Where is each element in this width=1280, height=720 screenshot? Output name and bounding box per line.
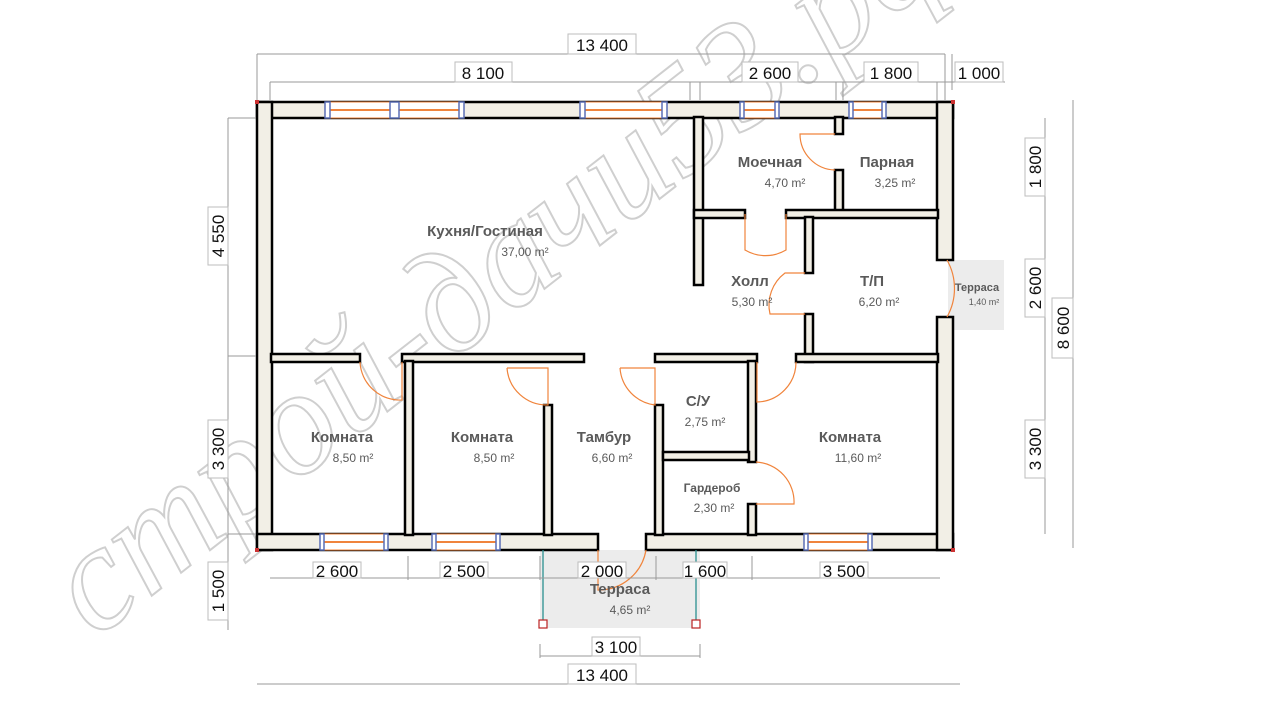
room-area: 2,30 m² — [694, 501, 735, 515]
dim-terrace-width: 3 100 — [595, 638, 638, 657]
wall-left — [255, 100, 274, 552]
room-area: 1,40 m² — [969, 297, 1000, 307]
door-wash-hall — [744, 214, 787, 257]
room-name: Т/П — [860, 273, 884, 290]
dim-bottom-segment: 2 600 — [316, 562, 359, 581]
door-hall-tp — [768, 272, 805, 315]
dim-left-segment: 3 300 — [209, 428, 228, 471]
dim-bottom-segment: 2 000 — [581, 562, 624, 581]
wall-mid-1 — [269, 352, 362, 364]
room-area: 6,60 m² — [592, 451, 633, 465]
room-area: 2,75 m² — [685, 415, 726, 429]
corner-marker — [951, 100, 955, 104]
room-area: 6,20 m² — [859, 295, 900, 309]
wall-wc-right-bottom — [746, 502, 758, 537]
terrace-post — [538, 619, 548, 629]
wall-mid-4 — [794, 352, 940, 364]
corner-marker — [255, 100, 259, 104]
room-area: 3,25 m² — [875, 176, 916, 190]
wall-room1-room2 — [403, 359, 415, 537]
door-tp-terrace — [946, 259, 956, 318]
dim-right-segment: 1 800 — [1026, 146, 1045, 189]
dim-right-segment: 3 300 — [1026, 428, 1045, 471]
room-name: Парная — [860, 154, 914, 171]
room-name: Комната — [819, 429, 882, 446]
windows — [319, 101, 887, 551]
dim-top-segment: 2 600 — [749, 64, 792, 83]
door-room2 — [506, 367, 549, 406]
dim-bottom-segment: 1 600 — [684, 562, 727, 581]
dim-right-total: 8 600 — [1054, 307, 1073, 350]
room-name: Холл — [731, 273, 769, 290]
room-name: Комната — [451, 429, 514, 446]
room-area: 4,70 m² — [765, 176, 806, 190]
room-area: 5,30 m² — [732, 295, 773, 309]
room-name: Гардероб — [684, 481, 741, 495]
wall-room2-vestibule — [542, 403, 554, 537]
door-room1 — [359, 361, 403, 401]
wall-wash-steam-bottom — [833, 168, 845, 215]
door-wardrobe — [755, 461, 795, 505]
room-name: С/У — [686, 393, 711, 410]
wall-wash-steam-top — [833, 115, 845, 136]
room-area: 37,00 m² — [501, 245, 548, 259]
wall-bottom-right — [644, 532, 955, 552]
wall-vestibule-right — [653, 403, 665, 537]
doors — [359, 133, 956, 591]
room-name: Моечная — [738, 154, 803, 171]
dim-top-total: 13 400 — [576, 36, 628, 55]
wall-mid-2 — [400, 352, 586, 364]
room-name: Терраса — [590, 581, 651, 598]
wall-mid-3 — [653, 352, 759, 364]
room-area: 8,50 m² — [474, 451, 515, 465]
door-wash-steam — [799, 133, 836, 171]
side-terrace-area — [948, 260, 1004, 330]
wall-right-lower — [935, 315, 955, 552]
dim-bottom-segment: 3 500 — [823, 562, 866, 581]
dimensions: 13 400 8 100 2 600 1 800 1 000 4 550 3 3… — [207, 33, 1074, 685]
wall-hall-tp-top — [803, 215, 815, 275]
room-name: Тамбур — [577, 429, 631, 446]
dim-top-segment: 1 800 — [870, 64, 913, 83]
wall-bottom-left — [255, 532, 600, 552]
room-area: 8,50 m² — [333, 451, 374, 465]
room-name: Комната — [311, 429, 374, 446]
dim-bottom-total: 13 400 — [576, 666, 628, 685]
room-name: Кухня/Гостиная — [427, 223, 543, 240]
wall-wash-bottom-left — [692, 208, 747, 220]
room-area: 11,60 m² — [835, 451, 881, 465]
dim-bottom-segment: 2 500 — [443, 562, 486, 581]
room-area: 4,65 m² — [610, 603, 651, 617]
terrace-post — [691, 619, 701, 629]
door-wc — [619, 367, 656, 406]
room-labels: Кухня/Гостиная 37,00 m² Моечная 4,70 m² … — [311, 154, 1000, 617]
dim-left-segment: 4 550 — [209, 215, 228, 258]
corner-marker — [255, 548, 259, 552]
door-entrance — [597, 549, 647, 591]
dim-top-segment: 8 100 — [462, 64, 505, 83]
wall-wc-right-top — [746, 359, 758, 464]
corner-marker — [951, 548, 955, 552]
wall-kitchen-right — [692, 115, 705, 287]
dim-top-segment: 1 000 — [958, 64, 1001, 83]
wall-wc-wardrobe — [661, 450, 751, 462]
dim-right-segment: 2 600 — [1026, 267, 1045, 310]
room-name: Терраса — [955, 282, 1000, 294]
wall-right-upper — [935, 100, 955, 262]
dim-left-segment: 1 500 — [209, 570, 228, 613]
door-room3 — [756, 361, 797, 403]
